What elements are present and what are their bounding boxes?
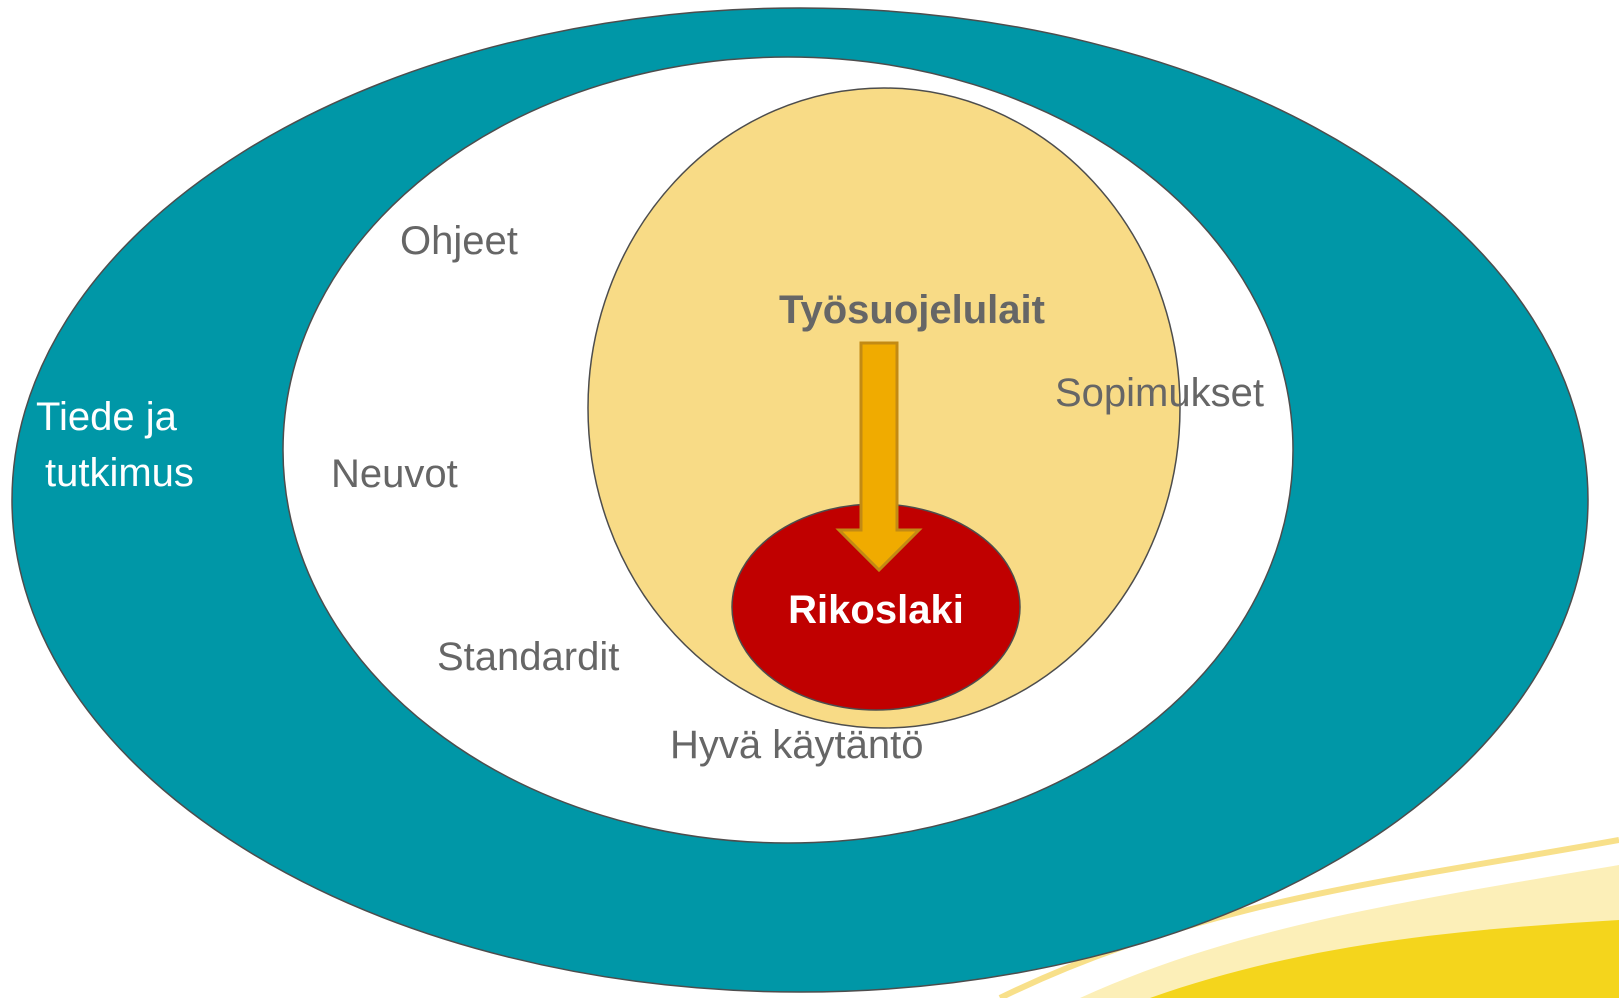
arrow-down-icon [835, 341, 923, 573]
label-neuvot: Neuvot [331, 452, 458, 496]
label-standardit: Standardit [437, 635, 619, 679]
swoosh-decoration [998, 837, 1619, 998]
label-sopimukset: Sopimukset [1055, 371, 1264, 415]
label-tutkimus: tutkimus [45, 451, 194, 495]
label-hyva-kaytanto: Hyvä käytäntö [670, 723, 923, 767]
label-ohjeet: Ohjeet [400, 219, 518, 263]
label-rikoslaki: Rikoslaki [788, 588, 964, 632]
swoosh-strong [1150, 920, 1619, 998]
swoosh-line [998, 837, 1619, 998]
label-tyosuojelulait: Työsuojelulait [779, 288, 1045, 332]
label-tiede-ja: Tiede ja [36, 395, 178, 439]
